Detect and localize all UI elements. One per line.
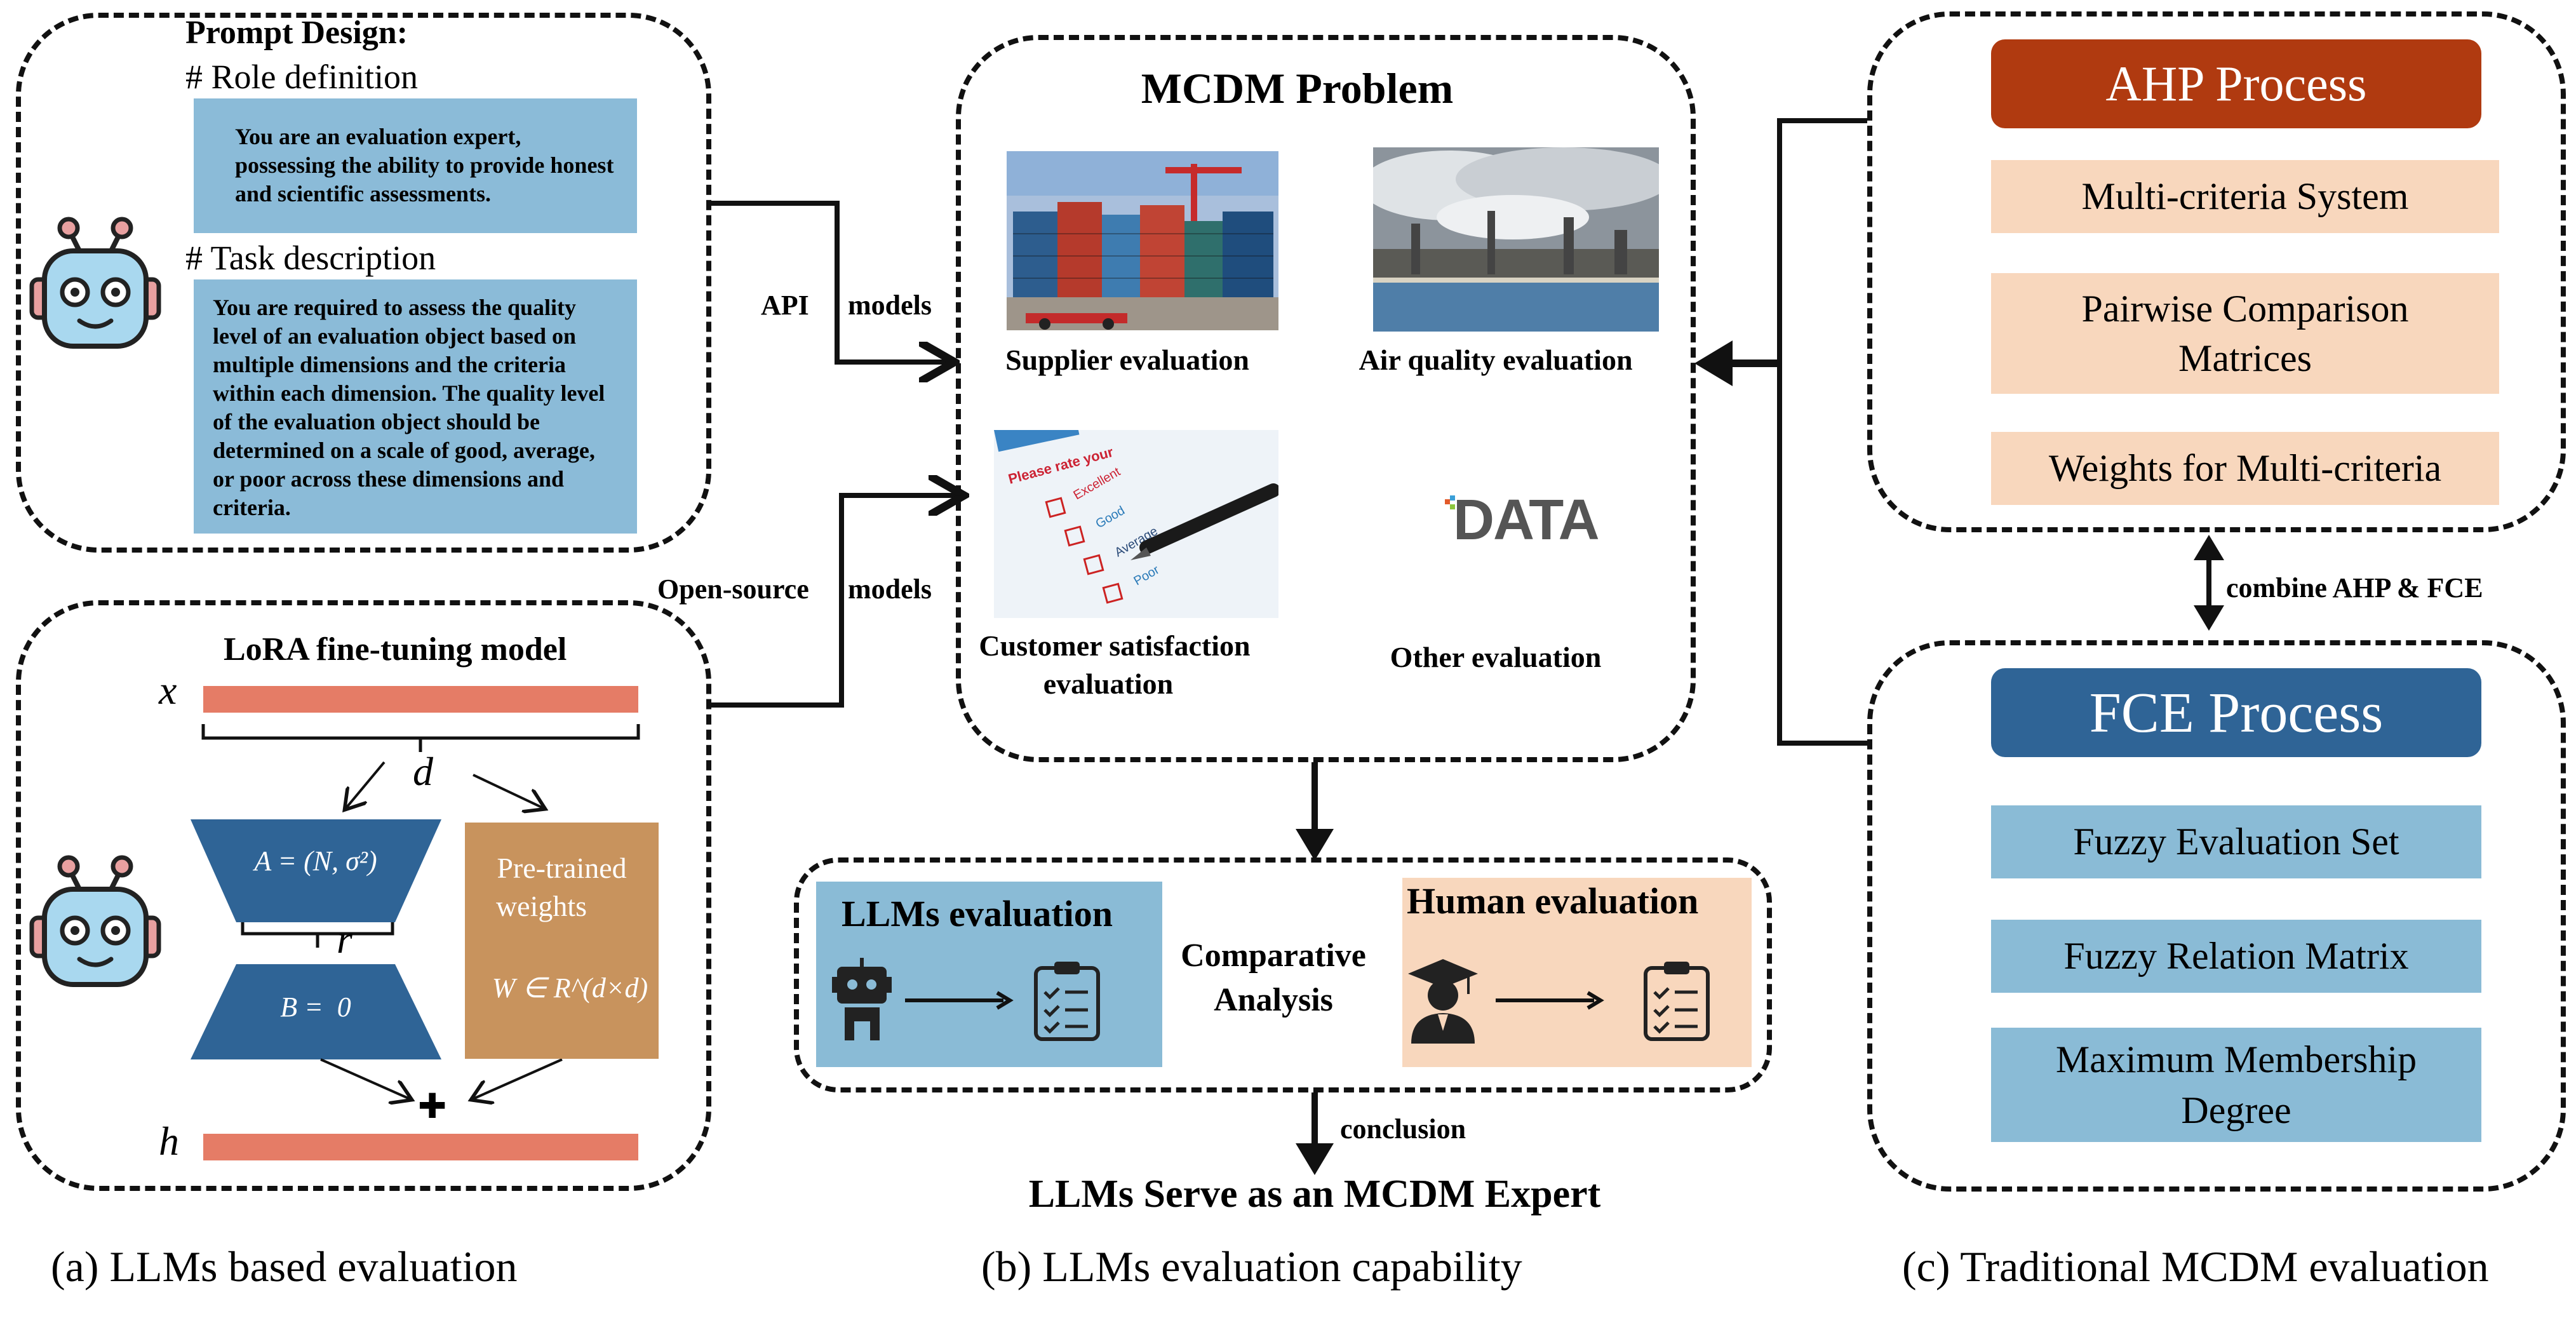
pretrained-line1: Pre-trained: [497, 852, 627, 884]
lora-panel: [16, 600, 711, 1191]
supplier-image: [1007, 151, 1278, 330]
robot-icon: [29, 855, 161, 987]
fce-panel: [1867, 640, 2566, 1192]
input-bar: [203, 686, 638, 713]
mcdm-problem-panel: [956, 35, 1696, 762]
caption-b: (b) LLMs evaluation capability: [981, 1242, 1522, 1291]
d-label: d: [413, 749, 433, 794]
prompt-design-title: Prompt Design:: [185, 15, 408, 51]
prompt-design-panel: [16, 13, 711, 553]
caption-c: (c) Traditional MCDM evaluation: [1902, 1242, 2489, 1291]
fce-item-1: Fuzzy Evaluation Set: [1991, 805, 2481, 878]
ahp-item-1: Multi-criteria System: [1991, 160, 2499, 233]
r-label: r: [337, 917, 352, 962]
robot-small-icon: [832, 958, 892, 1040]
checklist-icon: [1034, 962, 1100, 1041]
robot-icon: [29, 217, 161, 349]
fce-header: FCE Process: [1991, 668, 2481, 757]
api-label: API: [761, 290, 809, 321]
fce-item-3: Maximum Membership Degree: [1991, 1028, 2481, 1142]
caption-a: (a) LLMs based evaluation: [51, 1242, 518, 1291]
air-quality-image: [1373, 147, 1659, 332]
combine-label: combine AHP & FCE: [2226, 572, 2483, 603]
ahp-item-2: Pairwise Comparison Matrices: [1991, 273, 2499, 394]
lora-structure: [191, 724, 640, 1194]
ahp-panel: [1867, 11, 2566, 532]
plus-icon: ✚: [418, 1087, 447, 1126]
supplier-evaluation-label: Supplier evaluation: [1005, 344, 1249, 376]
api-models-label: models: [848, 290, 932, 321]
data-logo-icon: [1445, 495, 1460, 511]
human-to-checklist-arrow: [1496, 991, 1604, 1010]
customer-satisfaction-image: Please rate your Excellent Good Average …: [994, 430, 1278, 618]
human-evaluation-title: Human evaluation: [1407, 880, 1699, 922]
a-matrix-label: A = (N, σ²): [254, 845, 377, 877]
task-text-box: You are required to assess the quality l…: [194, 279, 637, 534]
pretrained-line2: weights: [495, 890, 587, 922]
fce-item-2: Fuzzy Relation Matrix: [1991, 920, 2481, 993]
checklist-icon: [1644, 962, 1710, 1041]
ahp-item-3: Weights for Multi-criteria: [1991, 432, 2499, 505]
llm-evaluation-title: LLMs evaluation: [842, 893, 1113, 934]
graduate-icon: [1408, 959, 1478, 1044]
pretrained-weights-box: [465, 823, 659, 1059]
h-label: h: [159, 1119, 179, 1164]
customer-satisfaction-line1: Customer satisfaction: [979, 629, 1251, 662]
lora-title: LoRA fine-tuning model: [224, 631, 567, 668]
role-heading: # Role definition: [185, 58, 418, 96]
conclusion-label: conclusion: [1340, 1113, 1466, 1145]
customer-satisfaction-line2: evaluation: [1043, 668, 1174, 700]
b-matrix-label: B = 0: [280, 991, 351, 1023]
comparative-line2: Analysis: [1214, 982, 1333, 1018]
task-heading: # Task description: [185, 239, 436, 277]
w-matrix-label: W ∈ R^(d×d): [492, 972, 648, 1004]
output-bar: [203, 1134, 638, 1160]
data-logo-text: DATA: [1453, 488, 1600, 552]
x-label: x: [159, 668, 177, 713]
open-source-label: Open-source: [657, 574, 809, 605]
other-evaluation-label: Other evaluation: [1390, 641, 1602, 673]
comparison-panel: [794, 857, 1772, 1092]
air-quality-label: Air quality evaluation: [1358, 344, 1633, 376]
expert-statement: LLMs Serve as an MCDM Expert: [1028, 1173, 1601, 1216]
ahp-header: AHP Process: [1991, 39, 2481, 128]
comparative-line1: Comparative: [1181, 937, 1366, 974]
llm-to-checklist-arrow: [905, 991, 1014, 1010]
mcdm-title: MCDM Problem: [1141, 64, 1454, 112]
open-models-label: models: [848, 574, 932, 605]
role-text-box: You are an evaluation expert, possessing…: [194, 98, 637, 233]
